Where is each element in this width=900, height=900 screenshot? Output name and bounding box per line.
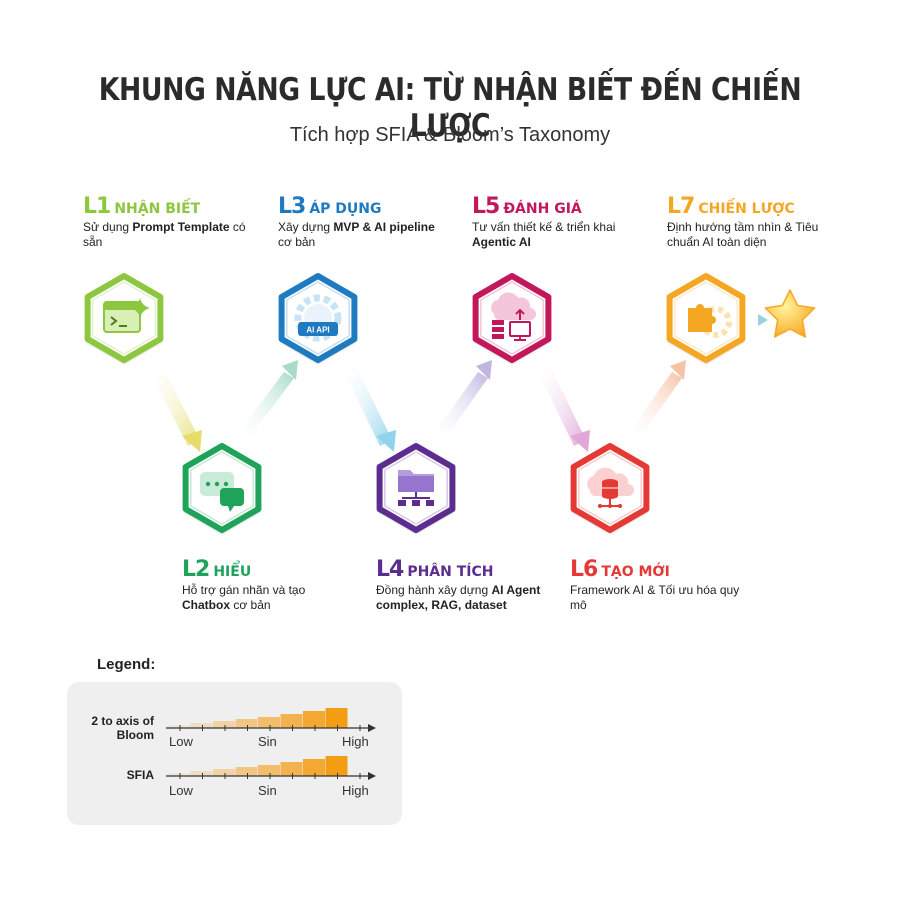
scale-tick-low: Low xyxy=(169,783,193,798)
scale-bar xyxy=(280,714,303,728)
scale-bar xyxy=(168,725,190,728)
scale-bar xyxy=(213,721,235,728)
scale-bar xyxy=(190,723,213,728)
connector-l2-l3 xyxy=(236,360,298,440)
chat-bubbles-icon xyxy=(200,472,244,512)
puzzle-gear-icon xyxy=(688,304,732,338)
scale-tick-low: Low xyxy=(169,734,193,749)
legend-scale-bloom xyxy=(166,708,376,732)
level-name: CHIẾN LƯỢC xyxy=(698,201,795,217)
scale-bar xyxy=(213,769,235,776)
connector-l1-l2 xyxy=(148,362,202,452)
scale-arrow xyxy=(368,772,376,780)
scale-bar xyxy=(168,773,190,776)
level-name: NHẬN BIẾT xyxy=(114,201,201,217)
level-code: L2 xyxy=(182,557,210,582)
legend-row-label: 2 to axis of Bloom xyxy=(91,714,154,742)
scale-bar xyxy=(235,719,258,728)
cloud-database-icon xyxy=(587,467,634,508)
scale-tick-high: High xyxy=(342,734,369,749)
scale-tick-high: High xyxy=(342,783,369,798)
cloud-server-icon xyxy=(491,292,536,341)
page-title: KHUNG NĂNG LỰC AI: TỪ NHẬN BIẾT ĐẾN CHIẾ… xyxy=(98,72,802,144)
level-code: L5 xyxy=(472,194,500,219)
scale-bar xyxy=(258,717,280,728)
level-description: Xây dựng MVP & AI pipeline cơ bản xyxy=(278,220,435,249)
page-subtitle: Tích hợp SFIA & Bloom’s Taxonomy xyxy=(289,124,611,146)
ai-api-gear-icon: AI API xyxy=(294,294,342,342)
level-code: L1 xyxy=(83,194,111,219)
level-description: Đồng hành xây dựng AI Agent complex, RAG… xyxy=(376,583,541,612)
scale-bar xyxy=(280,762,303,776)
arrow-to-star xyxy=(758,314,768,326)
legend-scale-sfia xyxy=(166,756,376,780)
legend-box xyxy=(67,682,402,825)
star-icon xyxy=(764,289,816,338)
legend-row-label: SFIA xyxy=(126,768,154,782)
scale-tick-mid: Sin xyxy=(258,783,277,798)
level-code: L4 xyxy=(376,557,404,582)
level-description: Sử dụng Prompt Template có sẵn xyxy=(83,220,246,249)
ai-api-label: AI API xyxy=(306,326,329,335)
level-name: TẠO MỚI xyxy=(601,564,670,580)
scale-bar xyxy=(258,765,280,776)
scale-arrow xyxy=(368,724,376,732)
level-description: Tư vấn thiết kế & triển khai Agentic AI xyxy=(472,220,616,249)
scale-bar xyxy=(235,767,258,776)
scale-bar xyxy=(303,711,325,728)
level-code: L6 xyxy=(570,557,598,582)
terminal-sparkle-icon xyxy=(103,298,150,333)
folder-network-icon xyxy=(398,470,434,506)
scale-tick-mid: Sin xyxy=(258,734,277,749)
level-description: Định hướng tầm nhìn & Tiêu chuẩn AI toàn… xyxy=(667,220,819,249)
connector-l6-l7 xyxy=(626,360,686,440)
connector-l5-l6 xyxy=(536,362,590,452)
scale-bar xyxy=(190,771,213,776)
level-name: ĐÁNH GIÁ xyxy=(503,201,582,217)
level-name: HIỂU xyxy=(213,564,252,580)
connector-l3-l4 xyxy=(342,362,396,452)
level-name: ÁP DỤNG xyxy=(309,201,382,217)
level-code: L3 xyxy=(278,194,306,219)
level-description: Framework AI & Tối ưu hóa quy mô xyxy=(570,583,740,612)
level-code: L7 xyxy=(667,194,695,219)
scale-bar xyxy=(325,708,348,728)
level-description: Hỗ trợ gán nhãn và tạo Chatbox cơ bản xyxy=(182,583,306,612)
legend-title: Legend: xyxy=(97,656,156,673)
scale-bar xyxy=(303,759,325,776)
scale-bar xyxy=(325,756,348,776)
connector-l4-l5 xyxy=(432,360,492,440)
level-name: PHÂN TÍCH xyxy=(407,564,494,580)
